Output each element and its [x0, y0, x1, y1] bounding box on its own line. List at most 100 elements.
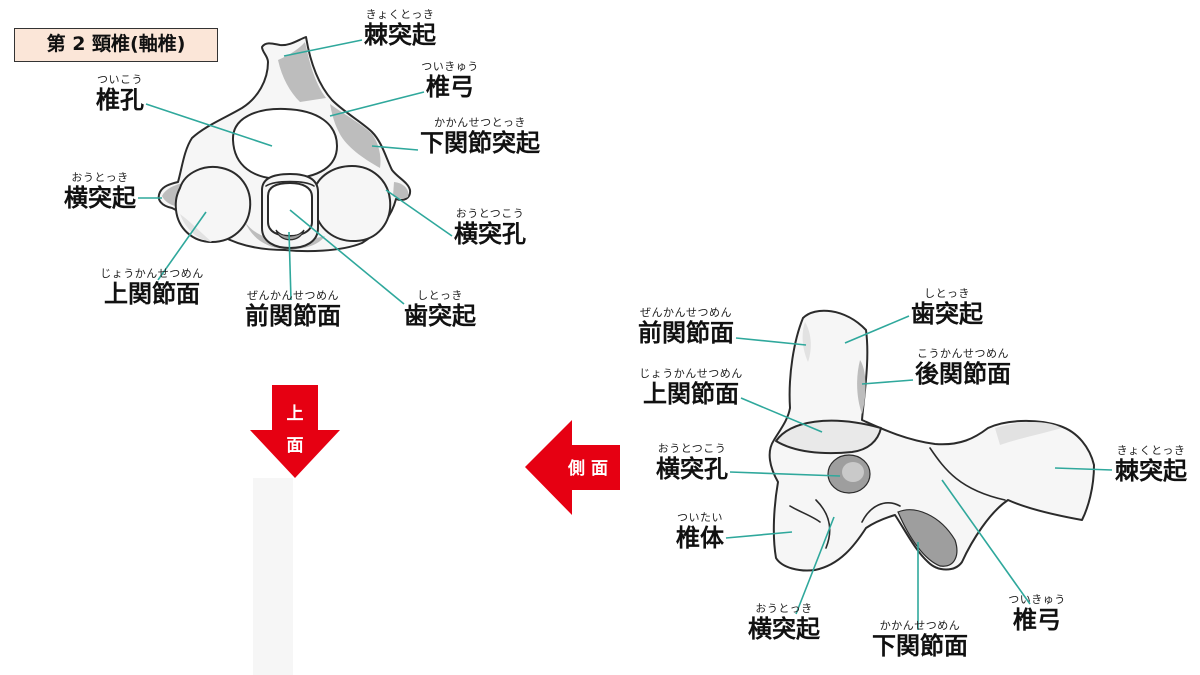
- leader-line-vertebral-arch: [329, 91, 425, 117]
- furigana: ぜんかんせつめん: [640, 306, 732, 319]
- label-vertebral-foramen-top: ついこう 椎孔: [80, 73, 160, 114]
- side-view-arrow: 側 面: [525, 420, 620, 515]
- transverse-foramen-inner: [842, 462, 864, 482]
- down-arrow-icon: [250, 385, 340, 478]
- label-anterior-articular-facet-side: ぜんかんせつめん 前関節面: [628, 306, 744, 347]
- leader-line-transverse-foramen-side: [729, 471, 841, 477]
- leader-line-spinous-process: [283, 39, 363, 57]
- label-text: 歯突起: [911, 300, 983, 328]
- furigana: かかんせつとっき: [434, 116, 526, 129]
- furigana: ついきゅう: [1008, 593, 1066, 606]
- furigana: かかんせつめん: [879, 619, 961, 632]
- label-text: 下関節面: [872, 632, 968, 660]
- inferior-articular-process-shading: [330, 104, 381, 168]
- superior-articular-facet-side: [775, 419, 882, 455]
- anterior-articular-facet-top: [275, 229, 305, 241]
- label-anterior-articular-facet-top: ぜんかんせつめん 前関節面: [235, 289, 351, 330]
- furigana: ついきゅう: [421, 60, 479, 73]
- top-view-arrow-char-2: 面: [287, 436, 304, 456]
- spinous-process-shading: [278, 42, 326, 102]
- label-inferior-articular-facet-side: かかんせつめん 下関節面: [862, 619, 978, 660]
- label-text: 椎体: [676, 524, 724, 552]
- leader-line-posterior-articular-facet: [861, 379, 914, 385]
- leader-line-anterior-articular-facet: [288, 231, 292, 301]
- top-view-vertebra: [157, 36, 412, 253]
- label-inferior-articular-process-top: かかんせつとっき 下関節突起: [410, 116, 550, 157]
- posterior-articular-facet: [857, 360, 866, 414]
- dens-ridge-line: [265, 180, 315, 187]
- leader-line-superior-articular-facet: [157, 211, 207, 281]
- label-text: 横突起: [748, 615, 820, 643]
- side-view-leader-lines: [725, 315, 1113, 630]
- label-transverse-foramen-top: おうとつこう 横突孔: [445, 207, 535, 248]
- label-text: 椎弓: [1013, 606, 1061, 634]
- label-transverse-process-side: おうとっき 横突起: [739, 602, 829, 643]
- label-text: 棘突起: [364, 21, 436, 49]
- leader-line-superior-articular-facet-side: [740, 397, 823, 433]
- lamina-contour: [929, 447, 1006, 501]
- label-vertebral-arch-top: ついきゅう 椎弓: [410, 60, 490, 101]
- inferior-notch-contour: [861, 502, 901, 523]
- spinous-process-top-shading: [995, 422, 1062, 445]
- diagram-title: 第 2 頸椎(軸椎): [14, 28, 218, 62]
- top-view-leader-lines: [138, 39, 453, 305]
- vertebral-foramen: [231, 107, 338, 181]
- label-spinous-process-side: きょくとっき 棘突起: [1106, 444, 1196, 485]
- furigana: じょうかんせつめん: [639, 367, 743, 380]
- leader-line-dens-side: [844, 315, 910, 344]
- label-text: 後関節面: [915, 360, 1011, 388]
- side-view-arrow-label: 側 面: [567, 458, 608, 479]
- label-spinous-process-top: きょくとっき 棘突起: [355, 8, 445, 49]
- label-text: 上関節面: [643, 380, 739, 408]
- leader-line-transverse-foramen: [385, 189, 453, 237]
- furigana: おうとっき: [71, 171, 129, 184]
- label-vertebral-arch-side: ついきゅう 椎弓: [997, 593, 1077, 634]
- left-superior-articular-facet: [174, 166, 252, 243]
- furigana: ぜんかんせつめん: [247, 289, 339, 302]
- leader-line-vertebral-body: [725, 531, 793, 539]
- side-view-outline: [768, 309, 1095, 572]
- transverse-process-lower-contour: [789, 505, 821, 523]
- label-text: 椎孔: [96, 86, 144, 114]
- label-text: 椎弓: [426, 73, 474, 101]
- leader-line-vertebral-foramen: [145, 103, 273, 147]
- leader-line-dens: [289, 209, 405, 305]
- transverse-process-contour: [815, 499, 831, 549]
- label-dens-top: しとっき 歯突起: [395, 289, 485, 330]
- dens-top: [267, 182, 313, 237]
- furigana: じょうかんせつめん: [100, 267, 204, 280]
- furigana: ついこう: [97, 73, 143, 86]
- furigana: きょくとっき: [1116, 444, 1186, 457]
- furigana: おうとっき: [755, 602, 813, 615]
- label-transverse-foramen-side: おうとつこう 横突孔: [647, 442, 737, 483]
- furigana: しとっき: [924, 287, 970, 300]
- faint-background-strip: [253, 478, 293, 675]
- furigana: ついたい: [677, 511, 723, 524]
- top-view-arrow-char-1: 上: [287, 404, 304, 424]
- right-superior-articular-facet: [313, 165, 392, 243]
- label-posterior-articular-facet-side: こうかんせつめん 後関節面: [905, 347, 1021, 388]
- label-text: 前関節面: [245, 302, 341, 330]
- furigana: こうかんせつめん: [917, 347, 1009, 360]
- label-text: 歯突起: [404, 302, 476, 330]
- label-dens-side: しとっき 歯突起: [902, 287, 992, 328]
- label-vertebral-body-side: ついたい 椎体: [665, 511, 735, 552]
- left-facet-shading: [180, 214, 212, 242]
- top-view-arrow: 上 面: [250, 385, 340, 478]
- leader-line-transverse-process-side: [795, 516, 835, 615]
- label-text: 横突孔: [656, 455, 728, 483]
- leader-line-anterior-articular-facet-side: [735, 337, 807, 346]
- label-text: 下関節突起: [420, 129, 540, 157]
- leader-line-vertebral-arch-side: [941, 479, 1031, 605]
- label-text: 横突孔: [454, 220, 526, 248]
- furigana: おうとつこう: [657, 442, 727, 455]
- label-text: 上関節面: [104, 280, 200, 308]
- label-text: 棘突起: [1115, 457, 1187, 485]
- inferior-articular-facet: [897, 509, 958, 567]
- leader-line-spinous-process-side: [1054, 467, 1113, 471]
- leader-line-inferior-articular-process: [371, 145, 419, 151]
- label-text: 前関節面: [638, 319, 734, 347]
- furigana: しとっき: [417, 289, 463, 302]
